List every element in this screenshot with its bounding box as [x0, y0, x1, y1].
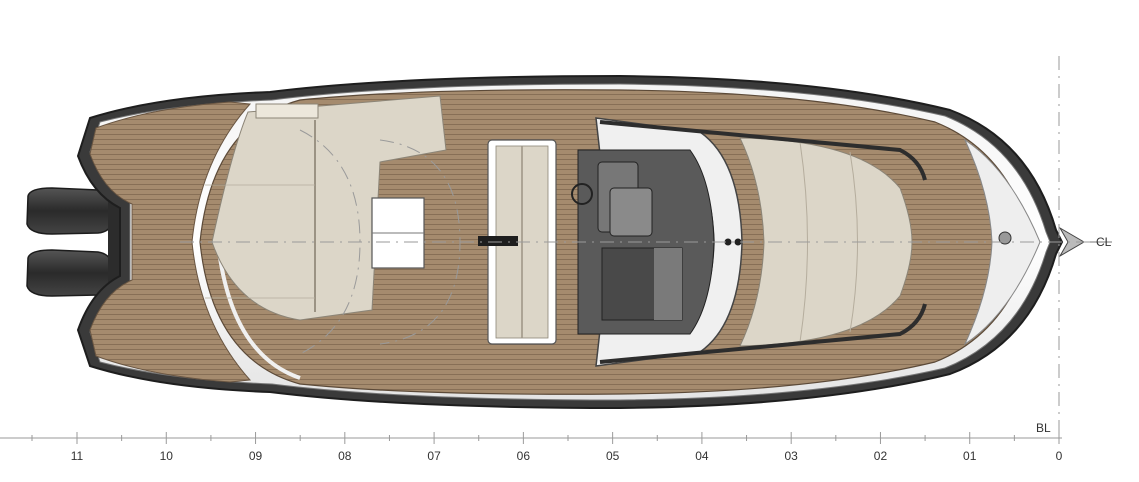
station-label: 03 — [785, 449, 799, 463]
bow-rail-starboard — [599, 303, 927, 364]
station-label: 04 — [695, 449, 709, 463]
lounge-headrest — [255, 103, 319, 119]
station-label: 02 — [874, 449, 888, 463]
windlass-icon — [998, 231, 1012, 245]
anchor-icon — [1058, 226, 1085, 258]
swim-platform-deck — [89, 101, 252, 383]
console-cupholder-icon — [724, 238, 732, 246]
station-labels: 11 10 09 08 07 06 05 04 03 02 01 0 — [71, 449, 1063, 463]
steering-wheel-icon — [571, 183, 593, 205]
station-label: 07 — [427, 449, 441, 463]
station-label: 10 — [160, 449, 174, 463]
station-label: 09 — [249, 449, 263, 463]
helm-bench-handle — [478, 236, 518, 246]
outboard-engine-starboard — [26, 249, 113, 297]
station-label: 05 — [606, 449, 620, 463]
baseline-label: BL — [1036, 421, 1051, 435]
station-label: 06 — [517, 449, 531, 463]
console-seat-right — [609, 187, 653, 237]
bow-rail-port — [599, 120, 927, 181]
station-ticks — [31, 432, 1060, 444]
console-panel-light — [654, 248, 682, 320]
aft-lounge-cushion — [211, 95, 447, 321]
console-cupholder-icon-2 — [734, 238, 742, 246]
outboard-engine-port — [26, 187, 113, 235]
station-label: 11 — [71, 449, 84, 463]
cockpit-dashed-curve-2 — [299, 129, 361, 355]
station-label: 08 — [338, 449, 352, 463]
centerline-label: CL — [1096, 235, 1112, 249]
station-label: 0 — [1056, 449, 1063, 463]
station-label: 01 — [963, 449, 977, 463]
